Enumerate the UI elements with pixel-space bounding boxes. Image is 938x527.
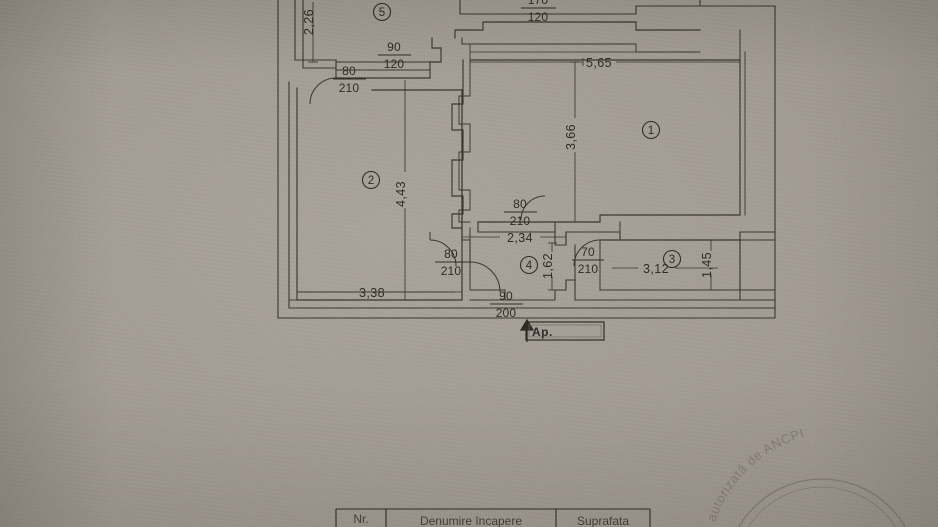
opening-door-80-210-left: 80 210 [435, 247, 468, 278]
stamp-text: autorizată de ANCPI [704, 425, 806, 523]
opening-door-80-210-mid: 80 210 [504, 197, 537, 228]
opening-bottom-value: 200 [496, 306, 517, 320]
room-number-label: 2 [368, 175, 374, 187]
door-swing-70 [573, 239, 601, 267]
plan-walls [277, 0, 776, 319]
dim-label-1-45: 1,45 [700, 252, 714, 278]
dim-label-3-66: 3,66 [564, 124, 578, 150]
authorization-stamp: autorizată de ANCPI [704, 425, 906, 527]
dimension-lines [297, 2, 740, 300]
opening-bottom-value: 120 [528, 10, 549, 24]
room-marker-4: 4 [519, 255, 539, 275]
room-number-label: 4 [526, 260, 533, 272]
opening-top-value: 70 [581, 245, 595, 259]
opening-labels: 80 210 90 120 170 120 80 210 80 210 70 [333, 0, 604, 320]
table-header-denumire: Denumire încapere [420, 514, 522, 527]
opening-top-value: 80 [444, 247, 458, 261]
opening-top-value: 80 [342, 64, 356, 78]
table-header-nr: Nr. [353, 512, 368, 526]
room-number-label: 1 [648, 125, 654, 137]
opening-bottom-value: 210 [339, 81, 360, 95]
room-number-label: 5 [379, 7, 385, 19]
dim-label-4-43: 4,43 [394, 181, 408, 207]
opening-top-value: 170 [528, 0, 549, 7]
opening-window-170-120: 170 120 [521, 0, 556, 24]
dim-label-2-34: 2,34 [507, 231, 533, 245]
dimension-labels: 2,26 5,65 3,66 4,43 3,38 2,34 1,62 3,12 … [302, 9, 714, 300]
table-header-row: Nr. Denumire încapere Suprafata [353, 512, 629, 527]
dim-label-2-26: 2,26 [302, 9, 316, 35]
opening-top-value: 90 [499, 289, 513, 303]
apartment-label-box [525, 321, 605, 341]
apartment-label: Ap. [532, 325, 553, 339]
door-swing-mid [520, 195, 546, 221]
room-marker-1: 1 [641, 120, 661, 140]
opening-door-90-200-entry: 90 200 [490, 289, 523, 320]
opening-bottom-value: 210 [441, 264, 462, 278]
room-schedule-table [335, 508, 651, 527]
dim-label-5-65: 5,65 [586, 56, 612, 70]
opening-top-value: 90 [387, 40, 401, 54]
opening-bottom-value: 210 [510, 214, 531, 228]
dim-label-3-38: 3,38 [359, 286, 385, 300]
room-marker-5: 5 [372, 2, 392, 22]
table-header-suprafata: Suprafata [577, 514, 629, 527]
room-number-markers: 1 2 3 4 5 [361, 2, 682, 275]
opening-top-value: 80 [513, 197, 527, 211]
door-swing-top-left [309, 77, 337, 105]
dim-label-3-12: 3,12 [643, 262, 669, 276]
door-leaves [335, 62, 471, 290]
opening-door-80-210-top: 80 210 [333, 64, 366, 95]
room-marker-2: 2 [361, 170, 381, 190]
opening-bottom-value: 210 [578, 262, 599, 276]
door-swing-entry [469, 261, 501, 293]
dim-label-1-62: 1,62 [541, 253, 555, 279]
room-number-label: 3 [669, 254, 675, 266]
room-marker-3: 3 [662, 249, 682, 269]
opening-bottom-value: 120 [384, 57, 405, 71]
opening-window-90-120: 90 120 [378, 40, 411, 71]
opening-door-70-210: 70 210 [572, 245, 604, 276]
